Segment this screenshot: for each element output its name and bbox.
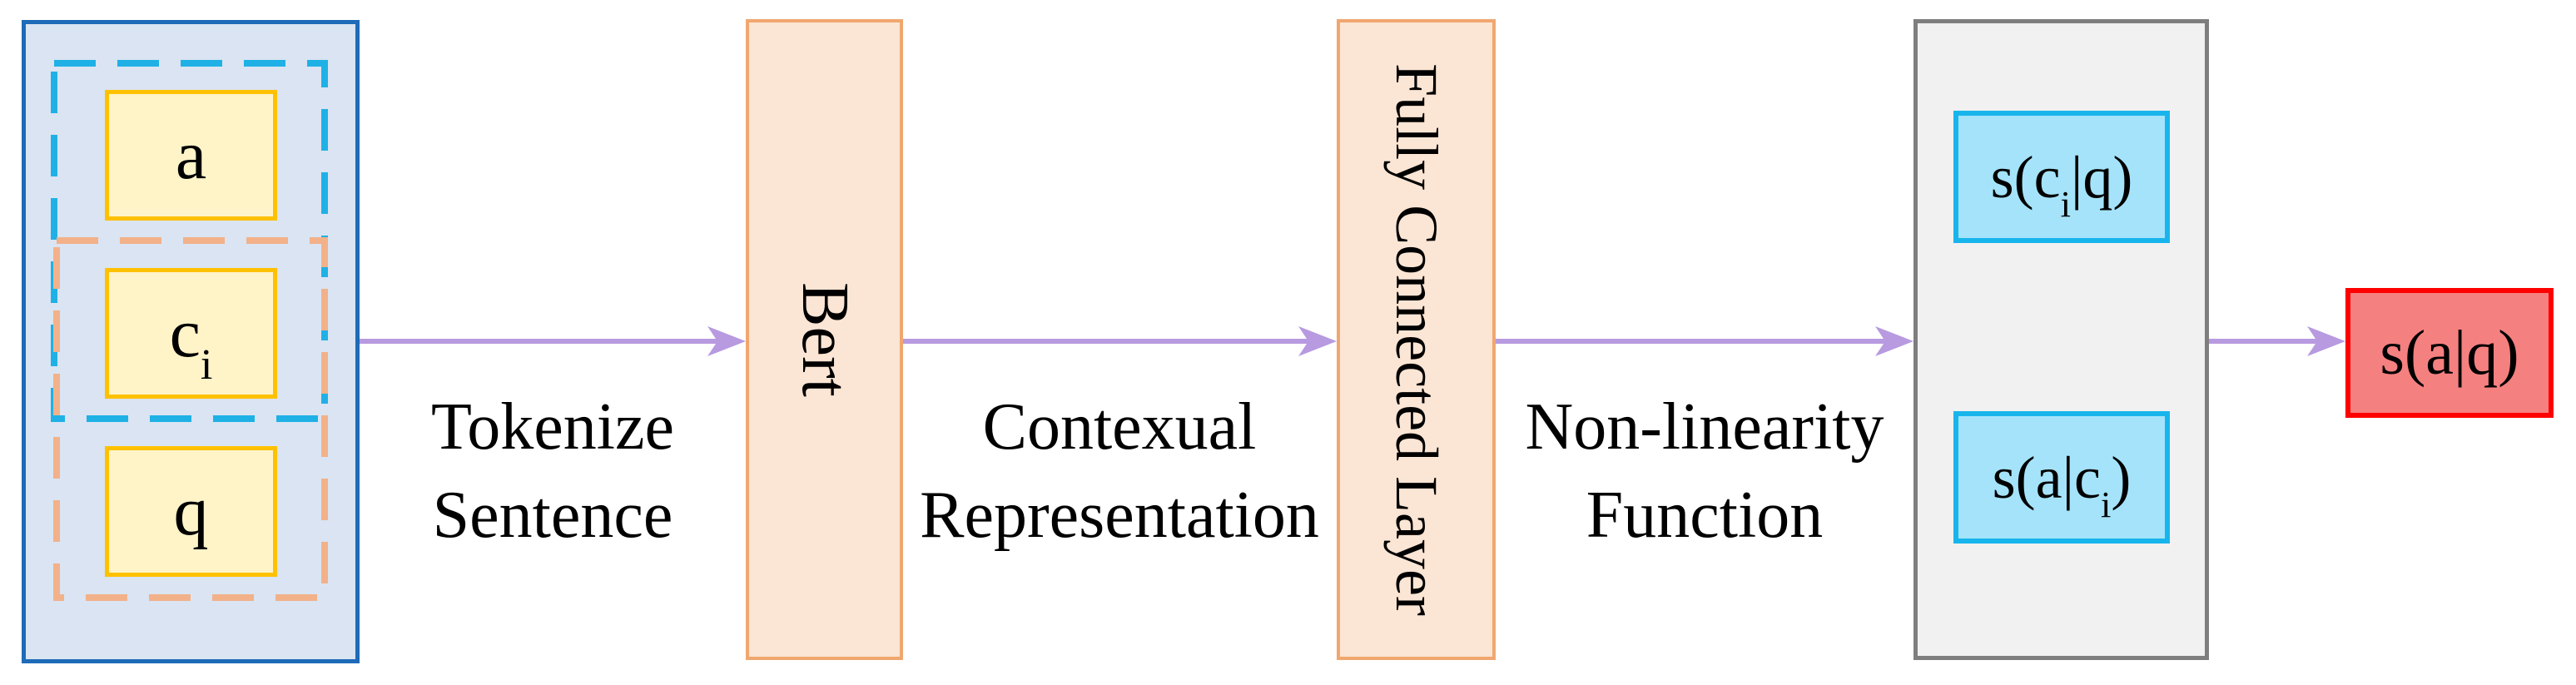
arrow-bert-to-fc: [903, 326, 1337, 356]
label-line-1: Contexual: [982, 390, 1257, 464]
score-label-context-given-question: s(ci|q): [1990, 143, 2133, 225]
arrow-input-to-bert: [360, 326, 746, 356]
arrow-head-icon: [1875, 326, 1913, 356]
tokenize-sentence-label: Tokenize Sentence: [295, 383, 811, 559]
token-label-answer: a: [175, 116, 207, 194]
score-box-answer-given-context: s(a|ci): [1953, 411, 2170, 544]
arrow-head-icon: [2307, 326, 2345, 356]
final-score-box: s(a|q): [2345, 288, 2554, 418]
bert-stage-box: Bert: [746, 19, 903, 660]
arrow-fc-to-scores: [1496, 326, 1913, 356]
fully-connected-stage-box: Fully Connected Layer: [1337, 19, 1496, 660]
arrow-head-icon: [1298, 326, 1337, 356]
token-box-context: ci: [105, 268, 277, 399]
label-line-2: Representation: [920, 479, 1319, 552]
bert-stage-label: Bert: [787, 282, 861, 397]
fully-connected-stage-label: Fully Connected Layer: [1382, 63, 1450, 616]
label-line-1: Tokenize: [430, 390, 675, 464]
label-line-2: Function: [1586, 479, 1824, 552]
label-line-1: Non-linearity: [1525, 390, 1884, 464]
token-box-answer: a: [105, 90, 277, 221]
final-score-label: s(a|q): [2380, 318, 2519, 388]
score-label-answer-given-context: s(a|ci): [1992, 444, 2132, 525]
token-box-question: q: [105, 446, 277, 577]
token-label-question: q: [173, 472, 209, 550]
token-label-context: ci: [169, 294, 213, 389]
contextual-representation-label: Contexual Representation: [861, 383, 1377, 559]
arrow-scores-to-final: [2209, 326, 2345, 356]
arrow-head-icon: [707, 326, 746, 356]
non-linearity-function-label: Non-linearity Function: [1447, 383, 1963, 559]
label-line-2: Sentence: [432, 479, 673, 552]
score-box-context-given-question: s(ci|q): [1953, 111, 2170, 243]
